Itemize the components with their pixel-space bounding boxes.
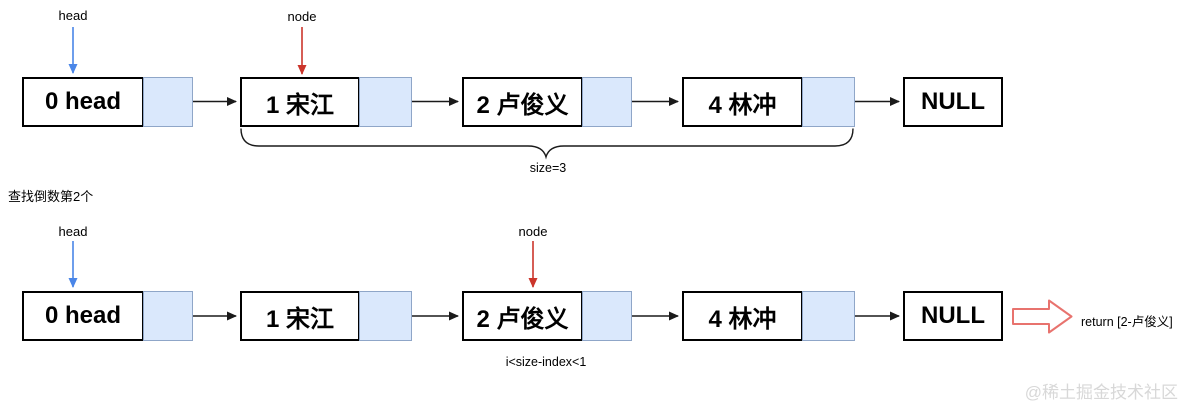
- node-pointer-cell: [359, 291, 412, 341]
- node-value-cell: 2 卢俊义: [462, 77, 583, 127]
- null-terminator-box: NULL: [903, 291, 1003, 341]
- list-node-2: 2 卢俊义: [462, 77, 632, 127]
- list-node-2: 2 卢俊义: [462, 291, 632, 341]
- node-value-cell: 0 head: [22, 291, 144, 341]
- head-pointer-label: head: [58, 224, 88, 239]
- null-terminator-box: NULL: [903, 77, 1003, 127]
- list-node-1: 1 宋江: [240, 77, 412, 127]
- return-value-label: return [2-卢俊义]: [1081, 315, 1173, 329]
- node-pointer-cell: [802, 291, 855, 341]
- size-brace: [240, 128, 854, 160]
- return-block-arrow-icon: [1012, 299, 1073, 334]
- node-pointer-cell: [143, 291, 193, 341]
- head-pointer-label: head: [58, 8, 88, 23]
- diagram-caption: 查找倒数第2个: [8, 189, 94, 204]
- node-value-cell: 1 宋江: [240, 291, 360, 341]
- node-pointer-cell: [582, 77, 632, 127]
- list-node-head: 0 head: [22, 291, 193, 341]
- node-pointer-cell: [802, 77, 855, 127]
- node-value-cell: 1 宋江: [240, 77, 360, 127]
- node-pointer-cell: [143, 77, 193, 127]
- loop-condition-label: i<size-index<1: [505, 355, 587, 369]
- node-pointer-label: node: [518, 224, 548, 239]
- size-label: size=3: [529, 161, 567, 175]
- watermark: @稀土掘金技术社区: [1024, 383, 1178, 402]
- node-pointer-cell: [582, 291, 632, 341]
- node-value-cell: 4 林冲: [682, 77, 803, 127]
- list-node-4: 4 林冲: [682, 291, 855, 341]
- node-value-cell: 4 林冲: [682, 291, 803, 341]
- list-node-1: 1 宋江: [240, 291, 412, 341]
- node-value-cell: 0 head: [22, 77, 144, 127]
- node-value-cell: 2 卢俊义: [462, 291, 583, 341]
- list-node-head: 0 head: [22, 77, 193, 127]
- node-pointer-label: node: [287, 9, 317, 24]
- node-pointer-cell: [359, 77, 412, 127]
- list-node-4: 4 林冲: [682, 77, 855, 127]
